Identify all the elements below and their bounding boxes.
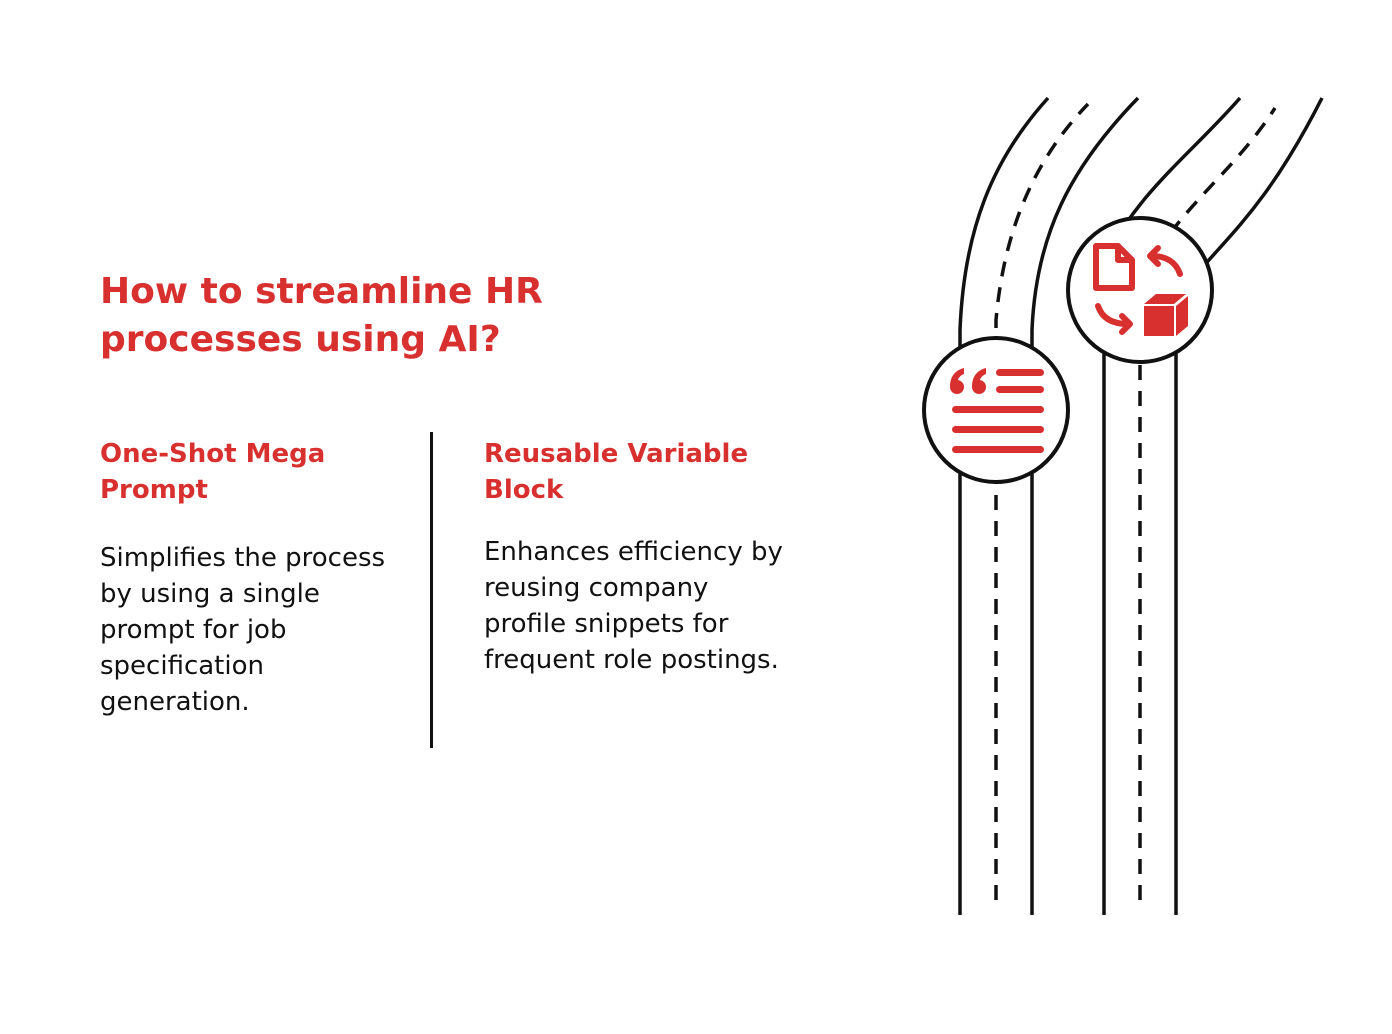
quote-text-icon — [922, 336, 1070, 484]
option-one-shot-mega-prompt: One-Shot Mega Prompt Simplifies the proc… — [100, 436, 400, 720]
option-description: Enhances efficiency by reusing company p… — [484, 537, 783, 675]
page-title: How to streamline HR processes using AI? — [100, 271, 543, 360]
document-cube-exchange-icon — [1066, 216, 1214, 364]
option-heading: One-Shot Mega Prompt — [100, 439, 326, 505]
option-reusable-variable-block: Reusable Variable Block Enhances efficie… — [484, 436, 784, 678]
left-road — [958, 96, 1140, 915]
road-illustration — [922, 96, 1324, 915]
option-heading: Reusable Variable Block — [484, 439, 749, 505]
option-description: Simplifies the process by using a single… — [100, 543, 386, 717]
column-divider — [430, 432, 433, 748]
